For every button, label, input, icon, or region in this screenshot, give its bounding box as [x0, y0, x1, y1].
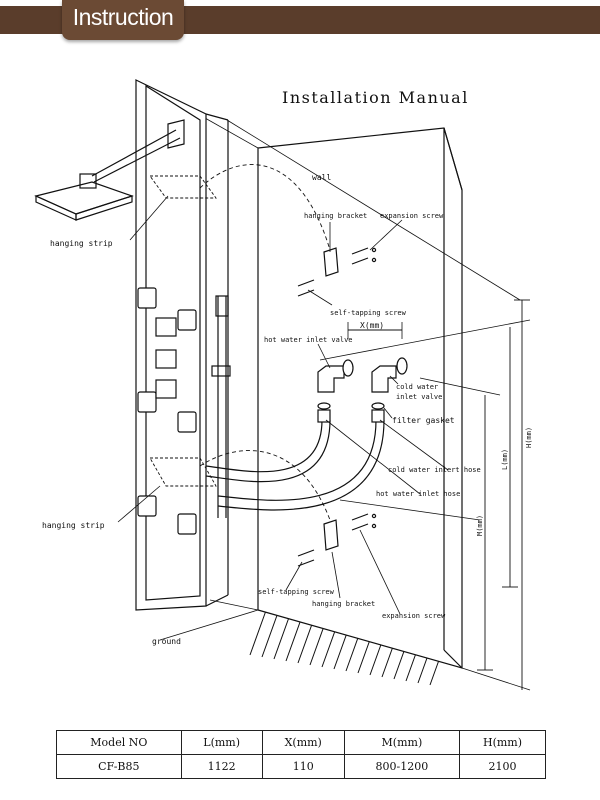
cell-l-mm: 1122: [180, 754, 263, 779]
label-filter-gasket: filter gasket: [392, 416, 455, 425]
header-h-mm: H(mm): [459, 730, 546, 755]
instruction-tab: [62, 0, 184, 40]
label-cold-water-inlet-hose: cold water inlert hose: [388, 466, 481, 474]
cell-h-mm: 2100: [459, 754, 546, 779]
wall-panel: [257, 127, 463, 669]
label-l-mm: L(mm): [501, 449, 509, 470]
header-model-no: Model NO: [56, 730, 182, 755]
leader-lines: [117, 195, 449, 641]
installation-diagram: wall hanging strip hanging strip hanging…: [34, 79, 533, 691]
label-h-mm: H(mm): [525, 427, 533, 448]
label-self-tapping-screw-bottom: self-tapping screw: [258, 588, 335, 596]
label-hot-water-inlet-hose: hot water inlet hose: [376, 490, 460, 498]
label-hot-water-inlet-valve: hot water inlet valve: [264, 336, 353, 344]
label-cold-water-inlet-valve-2: inlet valve: [396, 393, 442, 401]
shower-panel: [135, 79, 229, 611]
table-header-row: Model NO L(mm) X(mm) M(mm) H(mm): [56, 730, 546, 755]
label-wall: wall: [312, 173, 331, 182]
cell-m-mm: 800-1200: [343, 754, 461, 779]
inlet-valves: [317, 357, 408, 423]
brackets-screws: [297, 247, 377, 567]
shower-head-arm: [34, 119, 185, 221]
page-title: Installation Manual: [282, 88, 469, 107]
body-jets: [137, 287, 197, 535]
header-x-mm: X(mm): [261, 730, 345, 755]
label-hanging-bracket-top: hanging bracket: [304, 212, 367, 220]
label-hanging-bracket-bottom: hanging bracket: [312, 600, 375, 608]
label-expansion-screw-bottom: expansion screw: [382, 612, 446, 620]
table-row: CF-B85 1122 110 800-1200 2100: [56, 754, 546, 779]
cell-x-mm: 110: [261, 754, 345, 779]
hand-shower-rod: [211, 295, 231, 518]
hoses: [205, 419, 385, 511]
label-ground: ground: [152, 637, 181, 646]
label-cold-water-inlet-valve-1: cold water: [396, 383, 438, 391]
label-x-mm: X(mm): [360, 321, 384, 330]
header-l-mm: L(mm): [180, 730, 263, 755]
cell-model-no: CF-B85: [56, 754, 182, 779]
label-m-mm: M(mm): [476, 515, 484, 536]
header-m-mm: M(mm): [343, 730, 461, 755]
dimension-lines: [348, 299, 530, 690]
guide-lines: [204, 117, 531, 691]
label-expansion-screw-top: expansion screw: [380, 212, 444, 220]
label-self-tapping-screw-top: self-tapping screw: [330, 309, 407, 317]
label-hanging-strip-top: hanging strip: [50, 239, 113, 248]
label-hanging-strip-bottom: hanging strip: [42, 521, 105, 530]
hanging-strips: [149, 175, 217, 487]
specs-table: Model NO L(mm) X(mm) M(mm) H(mm) CF-B85 …: [56, 730, 546, 779]
mounting-guides: [199, 164, 331, 521]
instruction-tab-label: Instruction: [72, 4, 174, 30]
